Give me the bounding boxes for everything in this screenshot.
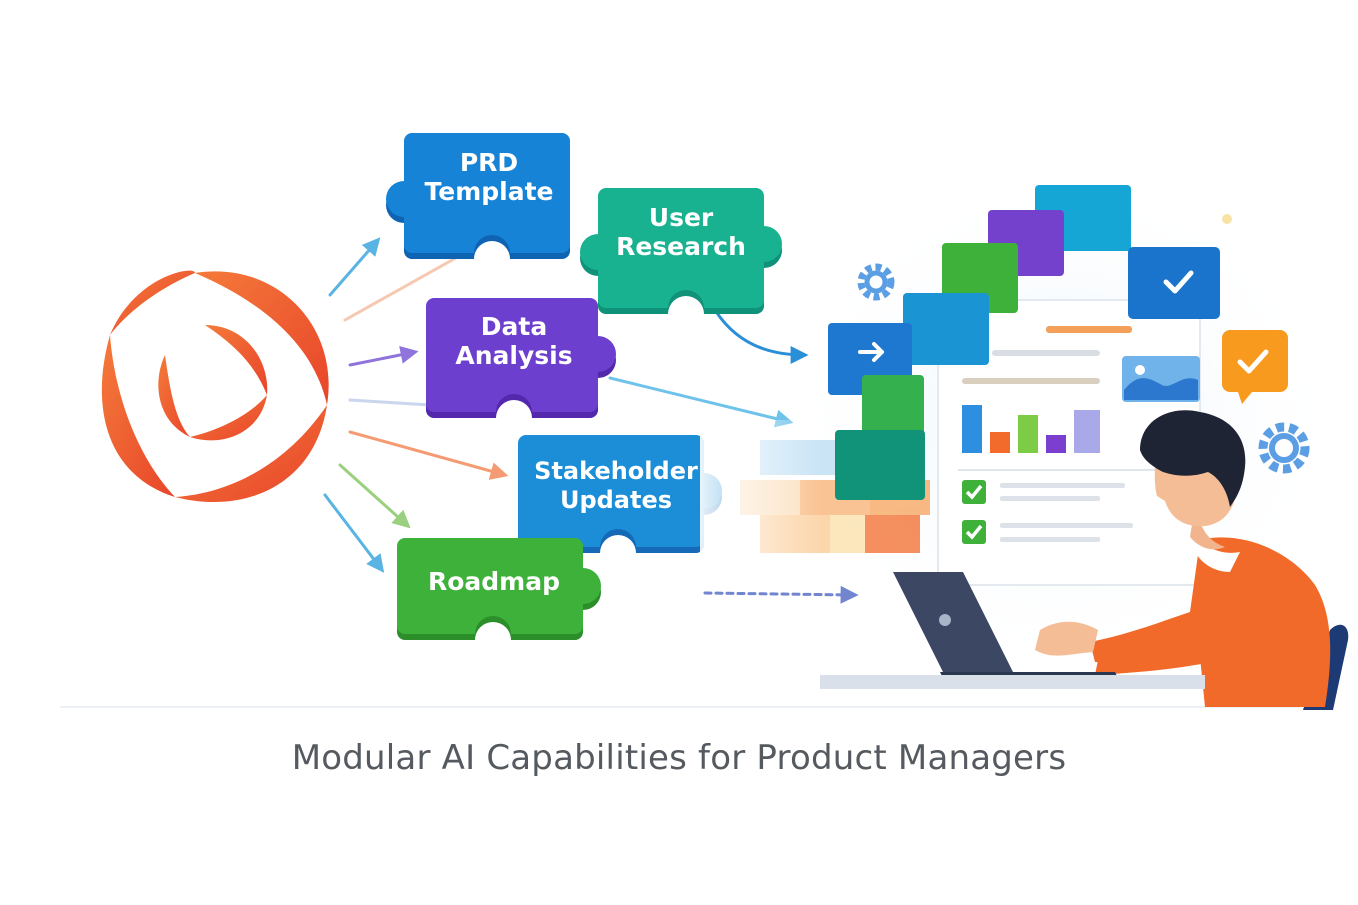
arrow-to-stakeholder — [348, 430, 509, 480]
dashboard-line — [962, 378, 1100, 384]
desk — [820, 675, 1205, 689]
checkmark-icon — [1163, 270, 1194, 294]
mini-bar-chart — [958, 405, 1170, 471]
prd-label-line2: Template — [425, 177, 554, 206]
floating-block-blue — [903, 293, 989, 365]
arrow-to-laptop — [703, 585, 859, 604]
floating-block-green-2 — [862, 375, 924, 445]
connector-arrows — [323, 237, 859, 604]
dashboard-line — [992, 350, 1100, 356]
puzzle-piece-stakeholder-updates — [518, 435, 722, 553]
puzzle-piece-prd — [386, 133, 570, 259]
swirl-logo-icon — [101, 270, 329, 503]
arrow-right-icon — [858, 342, 884, 362]
roadmap-label: Roadmap — [428, 567, 560, 596]
hair — [1140, 410, 1246, 507]
arrow-to-tiles-2 — [608, 376, 794, 428]
person-at-laptop — [820, 410, 1349, 710]
data-analysis-label-line2: Analysis — [455, 341, 572, 370]
data-analysis-label-line1: Data — [481, 312, 547, 341]
arm — [1095, 610, 1255, 675]
floating-block-teal — [835, 430, 925, 500]
puzzle-piece-user-research — [580, 188, 782, 314]
arrow-to-roadmap-2 — [323, 493, 385, 573]
page-caption: Modular AI Capabilities for Product Mana… — [291, 738, 1067, 778]
arrow-to-tiles-1 — [710, 303, 809, 364]
user-research-label-line1: User — [649, 203, 714, 232]
hand — [1035, 621, 1098, 656]
checklist — [962, 480, 1133, 544]
arrow-faint-2 — [348, 398, 432, 407]
arrow-to-roadmap-1 — [338, 463, 411, 529]
puzzle-piece-data-analysis — [426, 298, 616, 418]
gear-icon — [857, 263, 895, 301]
floating-puzzle-blocks — [828, 185, 1288, 500]
check-badge-blue — [1128, 247, 1220, 319]
stakeholder-label-line2: Updates — [560, 486, 672, 514]
sparkle-dot — [1222, 214, 1232, 224]
fade-overlay — [700, 420, 820, 570]
laptop-screen — [893, 572, 1013, 672]
stakeholder-label-line1: Stakeholder — [534, 457, 698, 485]
user-research-label-line2: Research — [616, 232, 746, 261]
dashboard-header-bar — [1046, 326, 1132, 333]
arrow-to-prd — [328, 237, 381, 297]
prd-label-line1: PRD — [460, 148, 518, 177]
gear-icon — [1258, 422, 1310, 474]
arrow-faint-1 — [343, 248, 472, 322]
arrow-to-data-analysis — [348, 345, 419, 367]
torso-orange-sweater — [1090, 537, 1331, 707]
puzzle-piece-roadmap — [397, 538, 601, 640]
laptop-logo — [939, 614, 951, 626]
